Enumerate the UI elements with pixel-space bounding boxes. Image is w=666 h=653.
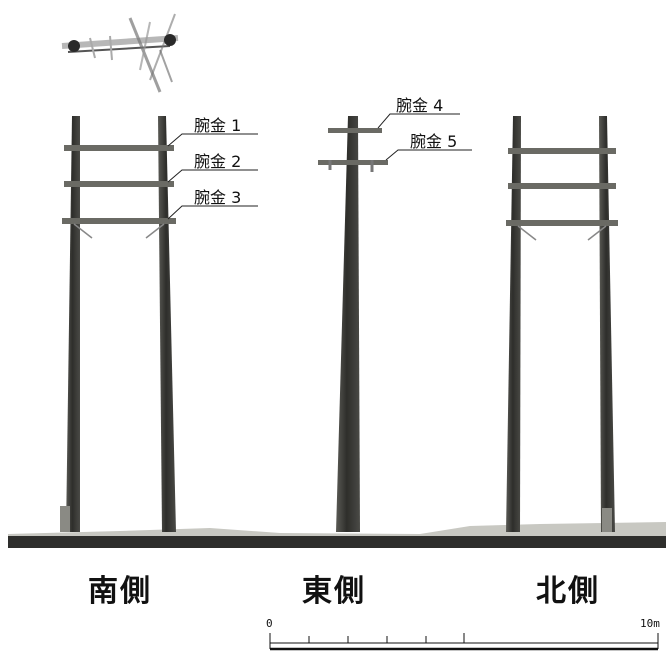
north-right-pole (599, 116, 615, 532)
view-label-south: 南側 (88, 574, 152, 609)
view-label-north: 北側 (536, 574, 600, 609)
south-right-pole (158, 116, 176, 532)
scale-bar (269, 633, 659, 651)
north-left-pole (506, 116, 521, 532)
scale-end-label: 10m (640, 617, 660, 630)
south-left-pole (66, 116, 80, 532)
crossarm-4 (328, 128, 382, 133)
plan-view-pointcloud (61, 13, 179, 93)
crossarm-1 (64, 145, 174, 151)
crossarm-5-label: 腕金 5 (410, 132, 458, 151)
crossarm-5 (318, 160, 388, 165)
crossarm-4-label: 腕金 4 (396, 96, 444, 115)
north-pole-structure (506, 116, 618, 532)
crossarm-2 (64, 181, 174, 187)
crossarm-2-label: 腕金 2 (194, 152, 242, 171)
east-pole-structure (318, 116, 388, 532)
south-pole-structure (60, 116, 176, 532)
ground-band (8, 536, 666, 548)
crossarm-1-label: 腕金 1 (194, 116, 242, 135)
crossarm-3 (62, 218, 176, 224)
scale-start-label: 0 (266, 617, 273, 630)
crossarm-3-label: 腕金 3 (194, 188, 242, 207)
label-leaders (167, 113, 472, 220)
view-label-east: 東側 (302, 574, 366, 609)
east-pole (336, 116, 360, 532)
